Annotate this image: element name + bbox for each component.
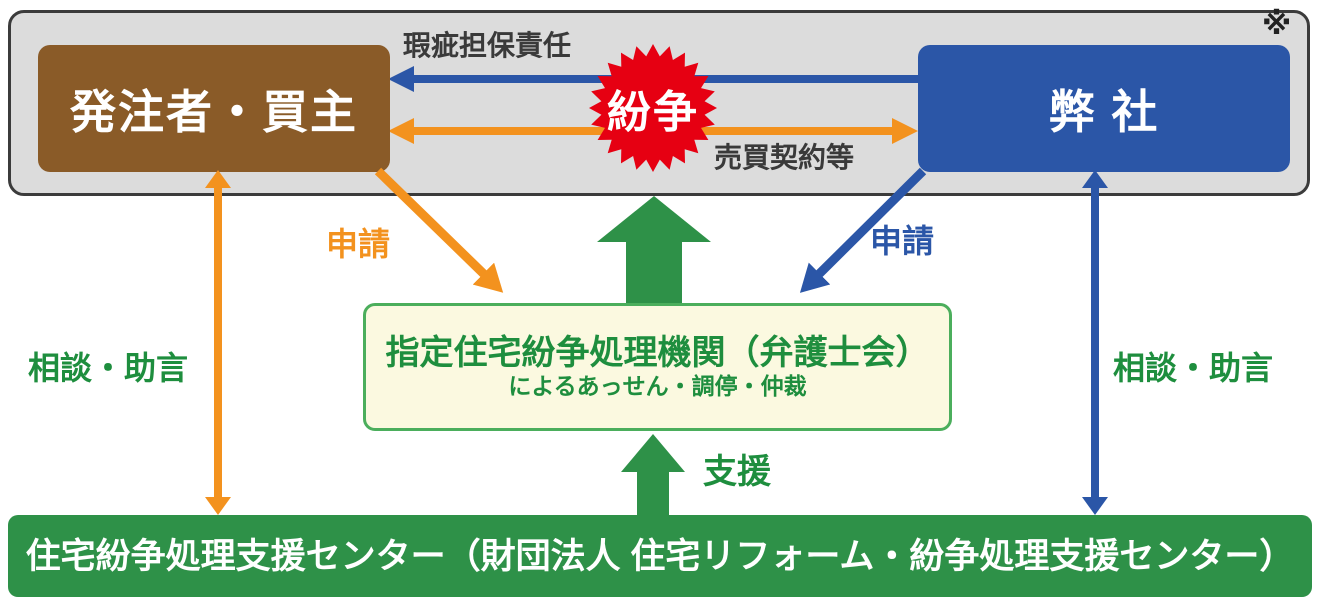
consultation-arrow-left (214, 186, 222, 499)
company-box: 弊 社 (918, 45, 1290, 172)
support-label: 支援 (703, 453, 771, 491)
resolution-arrow-head-icon (597, 196, 711, 242)
starburst-icon (589, 44, 717, 172)
sales-contract-arrowhead-right-icon (892, 118, 918, 144)
support-arrow (637, 470, 669, 516)
consultation-arrow-right-up-icon (1082, 170, 1108, 188)
resolution-arrow (626, 240, 682, 304)
consultation-label-left: 相談・助言 (28, 350, 189, 386)
consultation-arrow-right (1091, 186, 1099, 499)
defect-liability-label: 瑕疵担保責任 (403, 30, 572, 61)
application-label-left: 申請 (326, 226, 391, 262)
consultation-arrow-left-down-icon (205, 497, 231, 515)
consultation-label-right: 相談・助言 (1113, 350, 1274, 386)
support-center-bar: 住宅紛争処理支援センター（財団法人 住宅リフォーム・紛争処理支援センター） (8, 515, 1312, 597)
company-label: 弊 社 (1048, 85, 1160, 138)
orderer-buyer-box: 発注者・買主 (38, 45, 390, 172)
consultation-arrow-right-down-icon (1082, 497, 1108, 515)
dispute-burst-icon: 紛争 (588, 43, 718, 173)
reference-mark: ※ (1262, 8, 1292, 41)
support-center-label: 住宅紛争処理支援センター（財団法人 住宅リフォーム・紛争処理支援センター） (25, 536, 1295, 576)
resolution-body-subtitle: によるあっせん・調停・仲裁 (508, 373, 807, 399)
application-label-right: 申請 (870, 223, 935, 259)
consultation-arrow-left-up-icon (205, 170, 231, 188)
dispute-label: 紛争 (607, 88, 699, 137)
resolution-body-title: 指定住宅紛争処理機関（弁護士会） (385, 334, 930, 372)
orderer-buyer-label: 発注者・買主 (70, 85, 358, 138)
support-arrow-head-icon (621, 434, 685, 472)
defect-liability-arrowhead-icon (388, 66, 414, 92)
sales-contract-arrowhead-left-icon (388, 118, 414, 144)
dispute-resolution-body-box: 指定住宅紛争処理機関（弁護士会） によるあっせん・調停・仲裁 (363, 303, 952, 431)
sales-contract-label: 売買契約等 (714, 142, 855, 173)
